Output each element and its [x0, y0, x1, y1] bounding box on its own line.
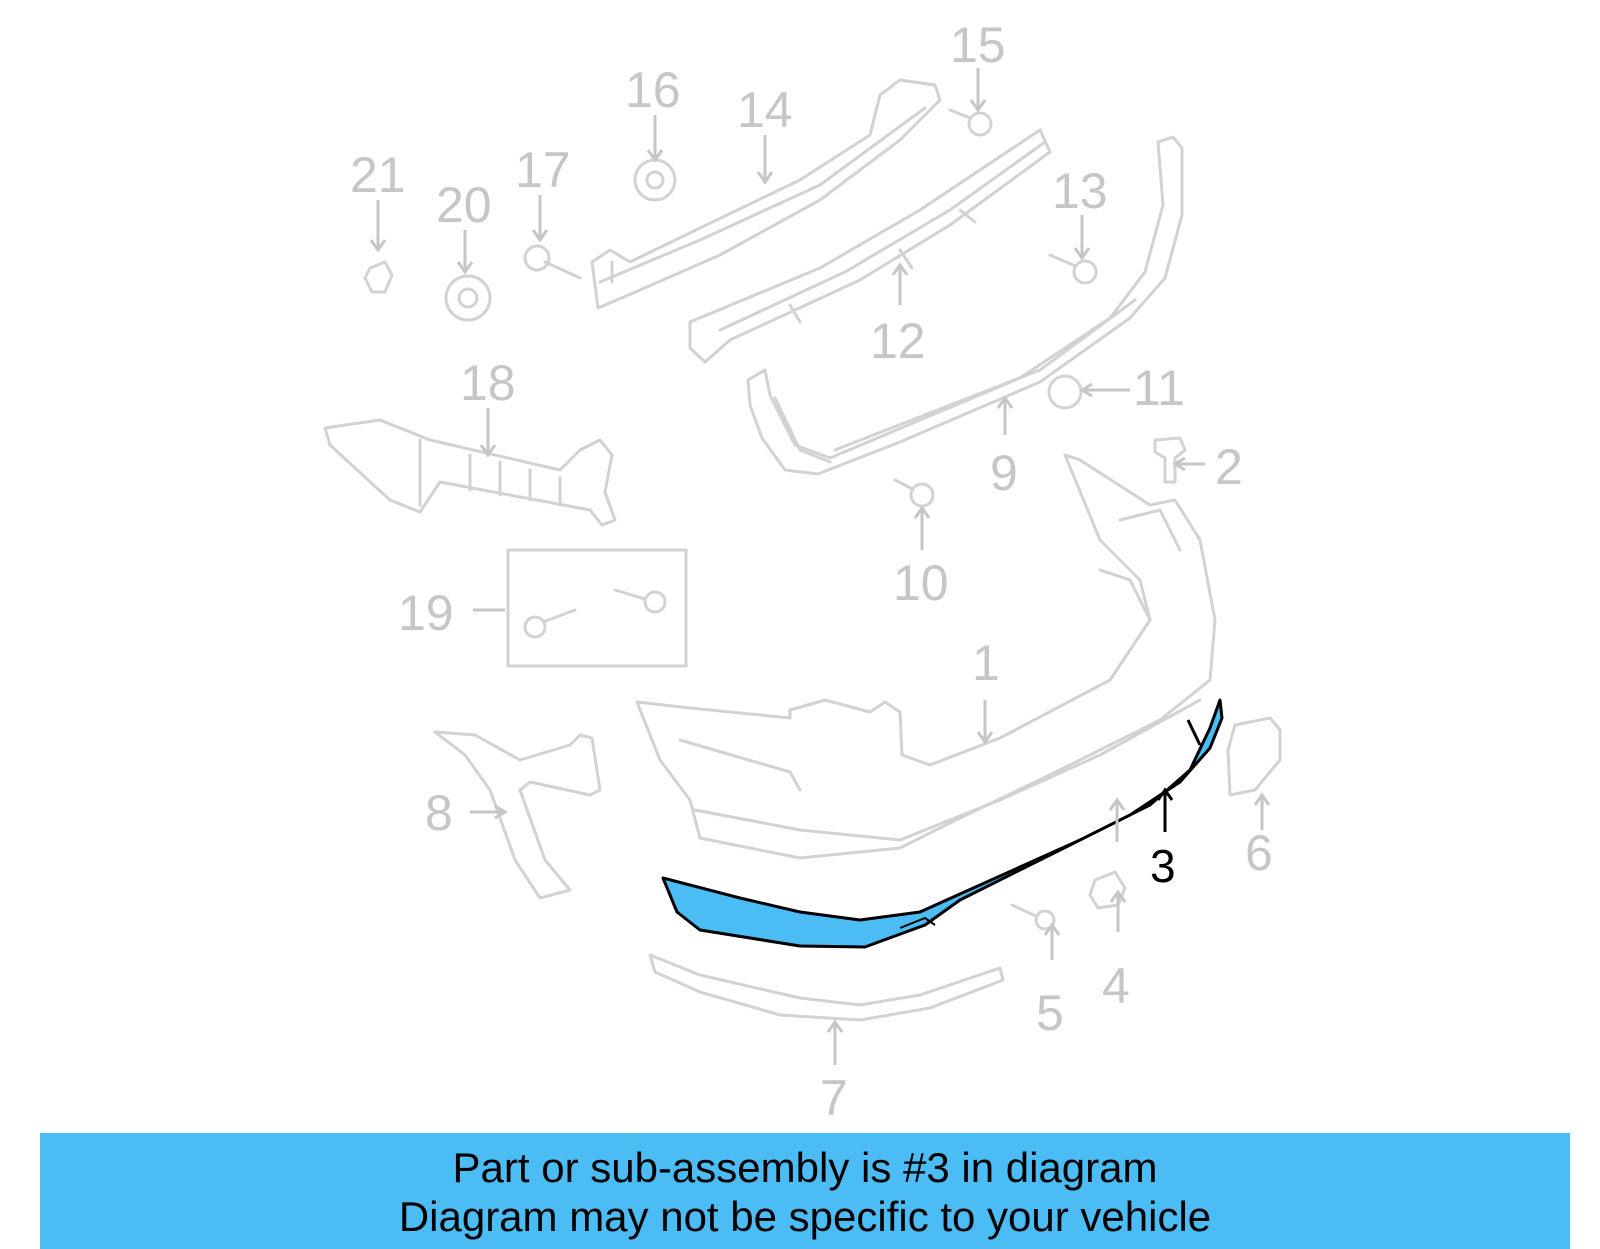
part-8-side-support — [433, 730, 602, 900]
leader-lines — [369, 68, 1271, 1065]
part-9-bracket — [746, 135, 1184, 476]
part-14-reinforcement — [590, 78, 942, 310]
callout-10: 10 — [893, 555, 949, 611]
callout-21: 21 — [350, 147, 406, 203]
callout-14: 14 — [737, 82, 793, 138]
callout-2: 2 — [1215, 439, 1243, 495]
part-18-side-bracket — [323, 418, 617, 527]
part-3-lower-cover[interactable] — [661, 698, 1224, 949]
part-7-lower-molding — [648, 953, 1005, 1022]
callout-20: 20 — [436, 177, 492, 233]
callout-4: 4 — [1102, 958, 1130, 1014]
callout-8: 8 — [425, 785, 453, 841]
callout-16: 16 — [625, 62, 681, 118]
callout-6: 6 — [1245, 825, 1273, 881]
fasteners — [363, 108, 1187, 931]
callout-19: 19 — [398, 585, 454, 641]
callout-1: 1 — [972, 635, 1000, 691]
part-6-cover — [1226, 716, 1282, 797]
callout-labels: 1 2 3 4 5 6 7 8 9 10 11 12 13 14 15 16 1… — [350, 17, 1273, 1126]
part-1-bumper-cover — [635, 453, 1217, 860]
callout-7: 7 — [820, 1070, 848, 1126]
caption-line-1: Part or sub-assembly is #3 in diagram — [452, 1144, 1158, 1191]
callout-18: 18 — [460, 355, 516, 411]
callout-9: 9 — [990, 445, 1018, 501]
caption-banner: Part or sub-assembly is #3 in diagram Di… — [40, 1133, 1570, 1249]
callout-12: 12 — [870, 313, 926, 369]
callout-11: 11 — [1133, 360, 1185, 416]
callout-13: 13 — [1052, 163, 1108, 219]
callout-15: 15 — [950, 17, 1006, 73]
callout-3: 3 — [1150, 840, 1176, 892]
part-12-absorber — [688, 128, 1052, 364]
callout-5: 5 — [1036, 985, 1064, 1041]
caption-line-2: Diagram may not be specific to your vehi… — [398, 1193, 1212, 1240]
part-19-bolt-kit — [506, 548, 688, 668]
callout-17: 17 — [515, 142, 571, 198]
